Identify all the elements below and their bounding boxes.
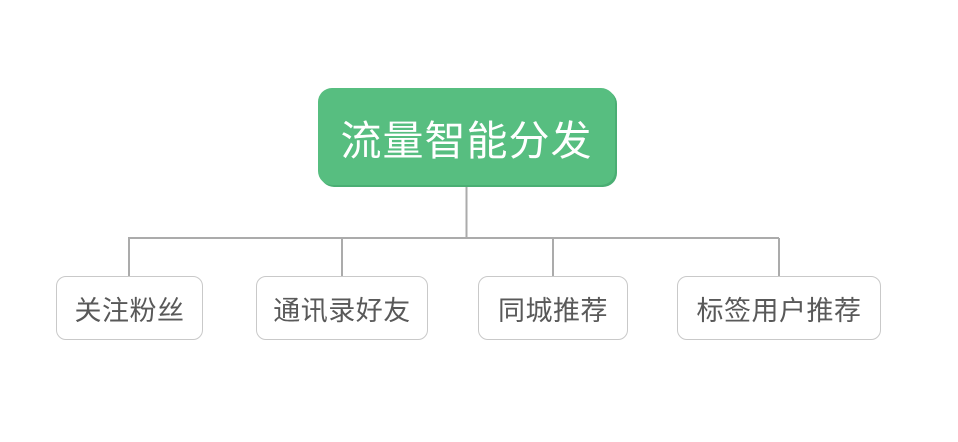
root-node-label: 流量智能分发 bbox=[340, 117, 593, 164]
child-node-follow-fans: 关注粉丝 bbox=[56, 276, 203, 340]
child-node-local-recommend: 同城推荐 bbox=[478, 276, 628, 340]
child-node-label: 同城推荐 bbox=[498, 295, 608, 326]
root-node: 流量智能分发 bbox=[318, 88, 615, 185]
child-node-contacts-friends: 通讯录好友 bbox=[256, 276, 428, 340]
child-node-label: 标签用户推荐 bbox=[696, 295, 862, 326]
child-node-label: 通讯录好友 bbox=[273, 295, 411, 326]
child-node-tag-user-recommend: 标签用户推荐 bbox=[677, 276, 881, 340]
child-node-label: 关注粉丝 bbox=[74, 295, 185, 326]
